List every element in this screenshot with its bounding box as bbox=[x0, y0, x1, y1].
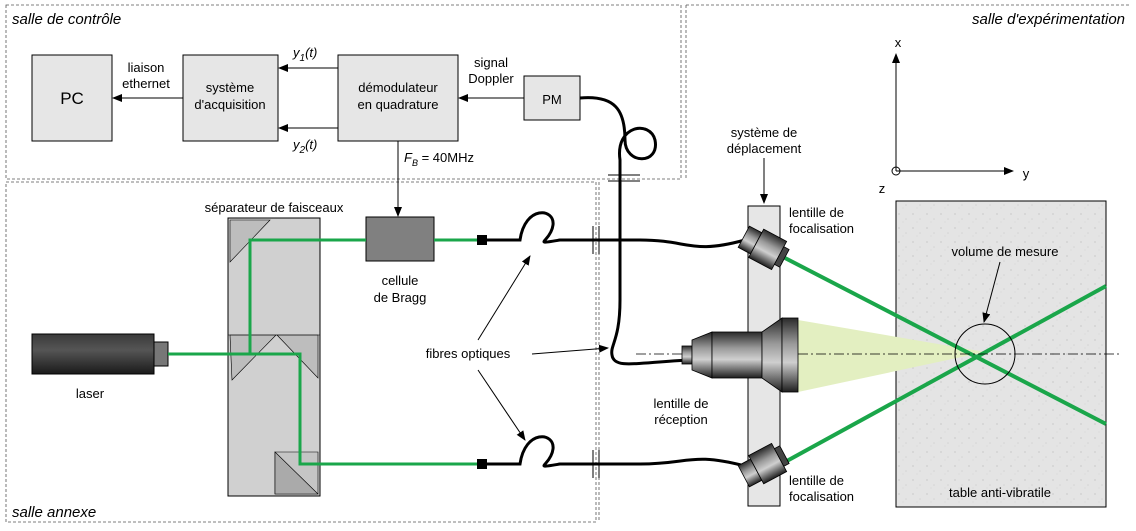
focusing-lens-bottom bbox=[737, 442, 790, 488]
laser-label: laser bbox=[76, 386, 105, 401]
axis-z-label: z bbox=[879, 181, 886, 196]
fiber-top bbox=[487, 211, 746, 249]
fibers-label: fibres optiques bbox=[426, 346, 511, 361]
demodulator-label-line2: en quadrature bbox=[358, 97, 439, 112]
ethernet-label-line1: liaison bbox=[128, 60, 165, 75]
wall-passthroughs bbox=[592, 226, 600, 478]
bragg-label-line1: cellule bbox=[382, 273, 419, 288]
demodulator-label-line1: démodulateur bbox=[358, 80, 438, 95]
measurement-volume bbox=[954, 323, 1016, 385]
room-annex-frame bbox=[5, 181, 597, 523]
focus-top-label-line1: lentille de bbox=[789, 205, 844, 220]
fiber-bottom bbox=[487, 435, 746, 468]
focus-bottom-label-line2: focalisation bbox=[789, 489, 854, 504]
displacement-label-line1: système de bbox=[731, 125, 797, 140]
room-control-label: salle de contrôle bbox=[12, 11, 121, 28]
bragg-label-line2: de Bragg bbox=[374, 290, 427, 305]
laser-source bbox=[31, 333, 169, 375]
fiber-coupler-bottom bbox=[477, 459, 487, 469]
volume-label: volume de mesure bbox=[952, 244, 1059, 259]
table-label: table anti-vibratile bbox=[949, 485, 1051, 500]
pc-box: PC bbox=[31, 54, 113, 142]
room-experiment-label: salle d'expérimentation bbox=[972, 11, 1125, 28]
beam-splitter bbox=[227, 217, 321, 497]
doppler-label-line1: signal bbox=[474, 55, 508, 70]
reception-fiber-passthrough bbox=[608, 174, 640, 182]
fiber-coupler-top bbox=[477, 235, 487, 245]
focus-top-label-line2: focalisation bbox=[789, 221, 854, 236]
splitter-label: séparateur de faisceaux bbox=[205, 200, 344, 215]
fibers-pointer-arrows bbox=[477, 255, 609, 441]
coordinate-axes bbox=[891, 53, 1014, 176]
focusing-lens-top bbox=[737, 225, 790, 271]
pm-box: PM bbox=[523, 75, 581, 121]
laser-beams bbox=[168, 238, 482, 466]
pm-label: PM bbox=[542, 92, 562, 107]
room-control-frame bbox=[5, 4, 682, 180]
reception-label-line1: lentille de bbox=[654, 396, 709, 411]
reception-label-line2: réception bbox=[654, 412, 707, 427]
reception-fiber bbox=[579, 96, 691, 366]
focus-bottom-label-line1: lentille de bbox=[789, 473, 844, 488]
acquisition-label-line1: système bbox=[206, 80, 254, 95]
acquisition-box: système d'acquisition bbox=[182, 54, 279, 142]
receiving-lens bbox=[681, 317, 799, 393]
demodulator-box: démodulateur en quadrature bbox=[337, 54, 459, 142]
fb-label: FB = 40MHz bbox=[404, 150, 474, 168]
bragg-cell bbox=[365, 216, 435, 262]
signal-arrows bbox=[112, 64, 524, 217]
axis-x-label: x bbox=[895, 35, 902, 50]
y2-label: y2(t) bbox=[292, 137, 317, 156]
displacement-label-line2: déplacement bbox=[727, 141, 802, 156]
doppler-label-line2: Doppler bbox=[468, 71, 514, 86]
measurement-beams bbox=[784, 256, 1107, 464]
y1-label: y1(t) bbox=[292, 45, 317, 64]
volume-arrow bbox=[982, 261, 1001, 323]
acquisition-label-line2: d'acquisition bbox=[194, 97, 265, 112]
pc-label: PC bbox=[60, 89, 84, 108]
axis-y-label: y bbox=[1023, 166, 1030, 181]
room-annex-label: salle annexe bbox=[12, 504, 96, 521]
ethernet-label-line2: ethernet bbox=[122, 76, 170, 91]
collection-cone bbox=[798, 320, 985, 392]
